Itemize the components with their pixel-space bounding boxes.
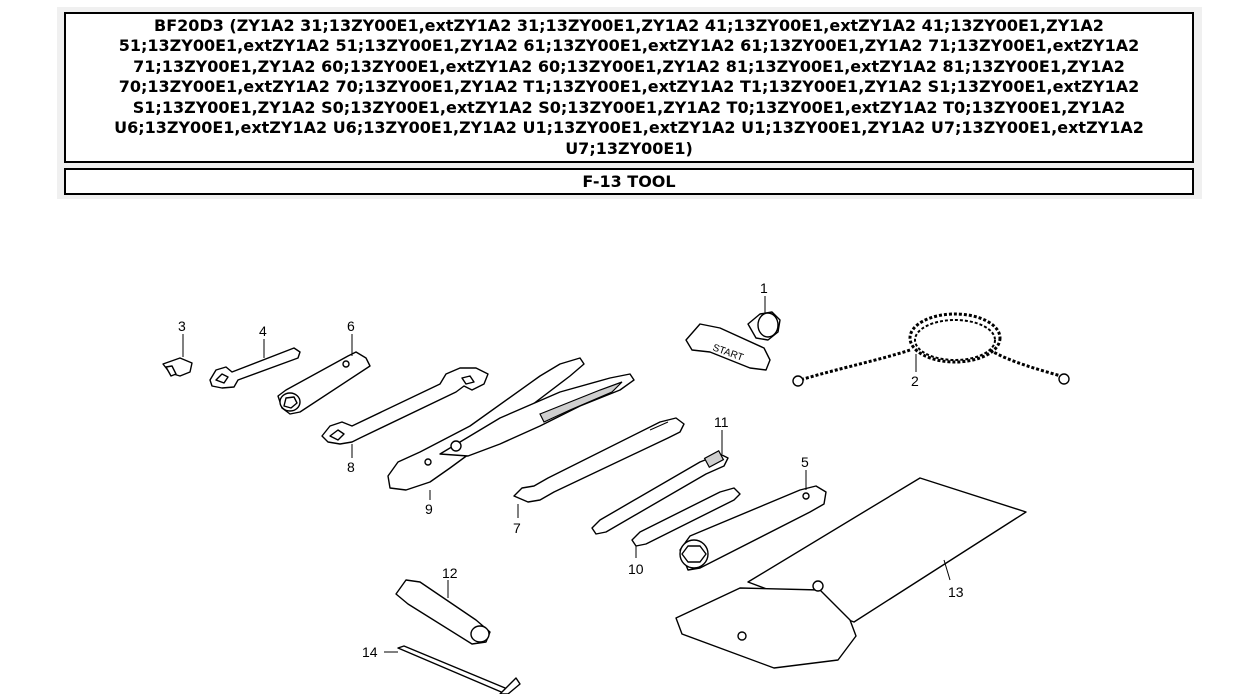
callout-14: 14: [362, 644, 378, 660]
callout-3: 3: [178, 318, 186, 334]
part-13-tool-bag: 13: [675, 477, 1027, 669]
callout-11: 11: [714, 414, 729, 430]
callout-13: 13: [948, 584, 964, 600]
callout-10: 10: [628, 561, 644, 577]
callout-6: 6: [347, 318, 355, 334]
callout-1: 1: [760, 280, 768, 296]
part-3-clip: 3: [162, 318, 193, 377]
part-4-wrench: 4: [209, 323, 301, 389]
part-7-screwdriver: 7: [513, 417, 685, 536]
callout-8: 8: [347, 459, 355, 475]
callout-12: 12: [442, 565, 458, 581]
part-1-starter-handle: START 1: [685, 280, 781, 371]
part-10-screwdriver: 10: [628, 487, 741, 577]
model-title-box: BF20D3 (ZY1A2 31;13ZY00E1,extZY1A2 31;13…: [64, 12, 1194, 163]
section-title: F-13 TOOL: [582, 172, 676, 191]
part-14-rod: 14: [362, 644, 521, 694]
callout-2: 2: [911, 373, 919, 389]
callout-7: 7: [513, 520, 521, 536]
callout-9: 9: [425, 501, 433, 517]
tool-kit-diagram: 3 4 6 8 9 7: [0, 200, 1260, 694]
part-8-double-wrench: 8: [321, 367, 489, 475]
model-title: BF20D3 (ZY1A2 31;13ZY00E1,extZY1A2 31;13…: [114, 15, 1144, 158]
part-11-screwdriver: 11: [591, 414, 729, 535]
callout-4: 4: [259, 323, 267, 339]
section-title-box: F-13 TOOL: [64, 168, 1194, 195]
part-2-starter-rope: 2: [792, 312, 1070, 389]
part-9-pliers: 9: [387, 357, 635, 517]
part-6-box-wrench: 6: [277, 318, 371, 415]
part-5-plug-wrench: 5: [679, 454, 827, 571]
part-12-socket-handle: 12: [395, 565, 491, 645]
callout-5: 5: [801, 454, 809, 470]
